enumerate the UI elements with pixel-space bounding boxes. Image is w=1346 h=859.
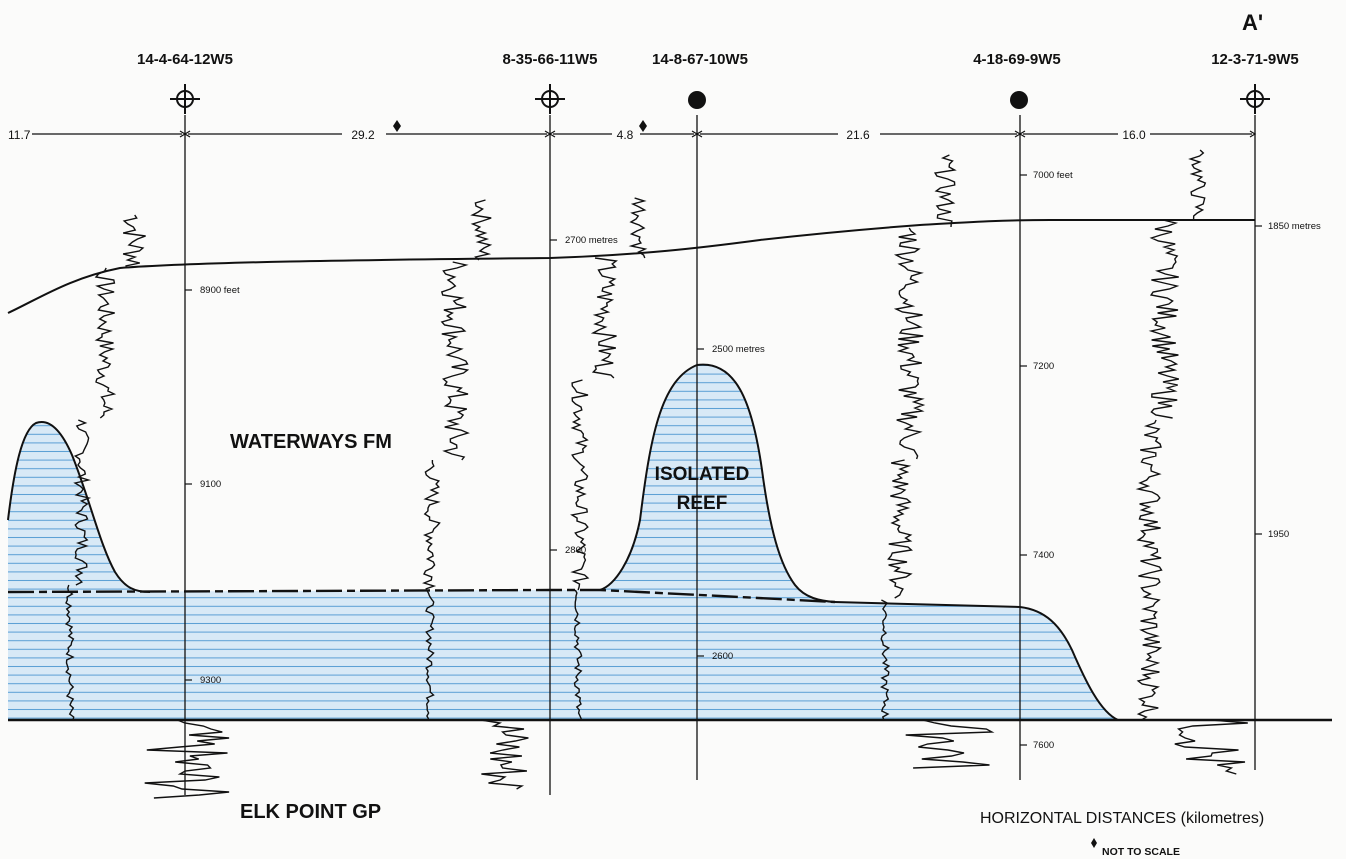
log-5d bbox=[1174, 719, 1248, 775]
distance-label-1: 11.7 bbox=[8, 128, 31, 142]
log-2e bbox=[480, 719, 529, 790]
log-2b bbox=[440, 261, 470, 461]
platform-top-dashed bbox=[7, 588, 836, 604]
not-to-scale-diamond-2 bbox=[639, 120, 647, 132]
isolated-reef-body bbox=[600, 364, 835, 602]
log-3c bbox=[570, 379, 590, 591]
log-1c bbox=[73, 419, 92, 586]
log-2a bbox=[470, 199, 493, 261]
depth-label: 7000 feet bbox=[1033, 170, 1073, 181]
log-2d bbox=[425, 589, 435, 720]
footnote-diamond bbox=[1091, 838, 1097, 848]
waterways-fm-label: WATERWAYS FM bbox=[230, 431, 392, 453]
log-4a bbox=[933, 154, 957, 228]
depth-label: 2500 metres bbox=[712, 344, 765, 355]
log-1e bbox=[144, 719, 230, 799]
isolated-reef-label-line1: ISOLATED bbox=[655, 464, 750, 485]
well-symbol-5 bbox=[1240, 84, 1270, 114]
well-label-5: 12-3-71-9W5 bbox=[1211, 51, 1299, 68]
well-label-4: 4-18-69-9W5 bbox=[973, 51, 1061, 68]
log-3d bbox=[573, 589, 583, 720]
distance-label-5: 16.0 bbox=[1122, 128, 1146, 142]
depth-label: 2700 metres bbox=[565, 235, 618, 246]
depth-label: 7400 bbox=[1033, 550, 1054, 561]
log-1b bbox=[94, 267, 117, 419]
log-1d bbox=[64, 584, 75, 721]
log-4c bbox=[887, 459, 913, 599]
section-label: A' bbox=[1242, 10, 1263, 35]
depth-label: 9300 bbox=[200, 675, 221, 686]
not-to-scale-note: NOT TO SCALE bbox=[1102, 846, 1180, 858]
depth-label: 9100 bbox=[200, 479, 221, 490]
carbonate-platform-body bbox=[8, 590, 1118, 720]
distance-label-2: 29.2 bbox=[351, 128, 375, 142]
depth-label: 1850 metres bbox=[1268, 221, 1321, 232]
depth-label: 7200 bbox=[1033, 361, 1054, 372]
well-log-traces bbox=[64, 149, 1248, 799]
waterways-top-horizon bbox=[7, 219, 1255, 314]
well-label-3: 14-8-67-10W5 bbox=[652, 51, 748, 68]
log-3b bbox=[590, 257, 618, 379]
well-verticals bbox=[184, 115, 1256, 795]
depth-label: 8900 feet bbox=[200, 285, 240, 296]
log-5b bbox=[1148, 219, 1180, 419]
depth-label: 7600 bbox=[1033, 740, 1054, 751]
log-5c bbox=[1135, 419, 1163, 721]
well-label-2: 8-35-66-11W5 bbox=[502, 51, 597, 68]
not-to-scale-diamond-1 bbox=[393, 120, 401, 132]
log-4b bbox=[893, 227, 926, 460]
distance-label-4: 21.6 bbox=[846, 128, 870, 142]
log-5a bbox=[1188, 149, 1207, 220]
log-4d bbox=[880, 599, 891, 721]
horizontal-distances-caption: HORIZONTAL DISTANCES (kilometres) bbox=[980, 810, 1264, 827]
well-symbol-1 bbox=[170, 84, 200, 114]
left-reef-outline bbox=[7, 421, 151, 593]
well-symbol-3 bbox=[688, 91, 706, 109]
isolated-reef-outline bbox=[599, 363, 836, 603]
platform-edge-outline bbox=[834, 601, 1119, 721]
distance-lines bbox=[32, 130, 1257, 138]
log-2c bbox=[422, 460, 441, 590]
isolated-reef-label-line2: REEF bbox=[677, 493, 728, 514]
depth-label: 2600 bbox=[712, 651, 733, 662]
depth-label: 1950 bbox=[1268, 529, 1289, 540]
elk-point-gp-label: ELK POINT GP bbox=[240, 801, 381, 823]
well-label-1: 14-4-64-12W5 bbox=[137, 51, 233, 68]
well-symbol-4 bbox=[1010, 91, 1028, 109]
depth-label: 2800 bbox=[565, 545, 586, 556]
depth-ticks bbox=[185, 174, 1262, 746]
log-4e bbox=[905, 719, 995, 769]
well-symbol-2 bbox=[535, 84, 565, 114]
log-3a bbox=[628, 197, 648, 259]
log-1a bbox=[122, 214, 146, 267]
distance-label-3: 4.8 bbox=[617, 128, 634, 142]
